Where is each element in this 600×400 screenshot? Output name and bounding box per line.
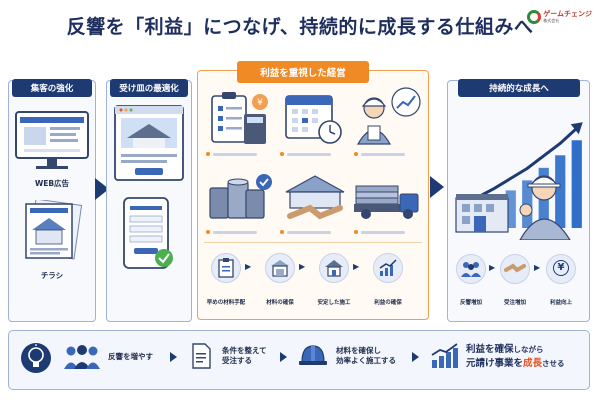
summary-arrow-icon xyxy=(412,352,419,362)
handshake-warehouse-icon xyxy=(285,175,345,220)
progress-dots xyxy=(280,152,331,156)
step-label: 受注増加 xyxy=(503,300,526,306)
summary-step-2-line1: 条件を整えて xyxy=(222,346,267,355)
step-label: 安定した施工 xyxy=(317,300,351,306)
yen-glyph-icon: ¥ xyxy=(553,260,569,276)
handshake-glyph-icon xyxy=(504,263,526,273)
logo-sub: 株式会社 xyxy=(543,17,560,23)
column-profit-management-label: 利益を重視した経営 xyxy=(237,61,369,83)
paint-cans-icon xyxy=(209,174,272,219)
final-line2-c: させる xyxy=(542,358,565,368)
house-glyph-icon xyxy=(325,260,343,277)
summary-step-3-line2: 効率よく施工する xyxy=(336,355,396,365)
logo-text: ゲームチェンジ xyxy=(543,9,592,18)
step-label: 材料の確保 xyxy=(266,300,294,306)
growth-bar xyxy=(505,190,516,228)
web-monitor-icon xyxy=(15,111,89,169)
warehouse-icon xyxy=(265,253,295,283)
hardhat-icon xyxy=(299,345,327,365)
final-line2-b: 成長 xyxy=(523,357,543,369)
lumber-truck-icon xyxy=(354,185,419,219)
warehouse-glyph-icon xyxy=(271,260,289,277)
growth-arrowhead xyxy=(570,122,583,135)
document-icon xyxy=(192,343,211,369)
office-building-icon xyxy=(455,194,509,233)
summary-arrow-icon xyxy=(170,352,177,362)
column-growth-label: 持続的な成長へ xyxy=(458,79,580,97)
summary-step-2: 条件を整えて 受注する xyxy=(222,346,267,366)
website-page-icon xyxy=(114,105,184,181)
final-line1-b: しながら xyxy=(513,345,544,354)
progress-dots xyxy=(206,230,257,234)
rising-chart-icon xyxy=(431,343,458,368)
company-logo: ゲームチェンジ 株式会社 xyxy=(527,10,592,24)
page-title: 反響を「利益」につなげ、持続的に成長する仕組みへ xyxy=(66,16,534,38)
step-arrow-icon: ▶ xyxy=(353,262,360,271)
step-label: 反響増加 xyxy=(459,300,482,306)
step-label: 早めの材料手配 xyxy=(206,300,246,306)
summary-step-3-line1: 材料を確保し xyxy=(336,346,381,355)
logo-icon xyxy=(527,10,542,24)
step-arrow-icon: ▶ xyxy=(299,262,306,271)
growth-glyph-icon xyxy=(379,259,397,276)
summary-arrow-icon xyxy=(280,352,287,362)
divider xyxy=(204,242,422,243)
svg-text:¥: ¥ xyxy=(257,98,263,108)
flyer-icon xyxy=(25,200,83,260)
progress-dots xyxy=(206,152,257,156)
smartphone-form-icon xyxy=(123,197,173,269)
caption-flyer: チラシ xyxy=(40,271,64,280)
caption-web-ad: WEB広告 xyxy=(34,179,70,188)
flow-arrow-icon xyxy=(95,178,109,200)
clipboard-calculator-icon: ¥ xyxy=(211,92,268,144)
lightbulb-icon xyxy=(21,343,51,373)
worker-thumbs-up-icon xyxy=(519,175,571,240)
step-label: 利益の確保 xyxy=(374,300,402,306)
manager-growth-icon xyxy=(356,87,421,145)
progress-dots xyxy=(354,230,405,234)
summary-step-1: 反響を増やす xyxy=(108,352,153,361)
step-arrow-icon: ▶ xyxy=(534,263,541,272)
group-icon xyxy=(64,345,100,369)
people-glyph-icon xyxy=(461,262,481,277)
progress-dots xyxy=(354,152,405,156)
progress-dots xyxy=(280,230,331,234)
growth-bar xyxy=(555,155,566,228)
growth-bar xyxy=(571,140,582,228)
summary-flow-bar xyxy=(8,330,590,390)
step-arrow-icon: ▶ xyxy=(245,262,252,271)
summary-final: 利益を確保しながら 元請け事業を成長させる xyxy=(466,343,565,371)
column-attraction-label: 集客の強化 xyxy=(12,79,92,97)
column-reception-label: 受け皿の最適化 xyxy=(110,79,188,97)
final-line2-a: 元請け事業を xyxy=(466,357,524,369)
step-label: 利益向上 xyxy=(549,300,572,306)
step-arrow-icon: ▶ xyxy=(489,263,496,272)
final-line1-a: 利益を確保 xyxy=(466,344,514,355)
summary-step-2-line2: 受注する xyxy=(222,355,252,365)
summary-step-3: 材料を確保し 効率よく施工する xyxy=(336,346,396,366)
calendar-clock-icon xyxy=(285,95,342,144)
flow-arrow-icon xyxy=(430,176,444,198)
clipboard-glyph-icon xyxy=(218,258,234,278)
